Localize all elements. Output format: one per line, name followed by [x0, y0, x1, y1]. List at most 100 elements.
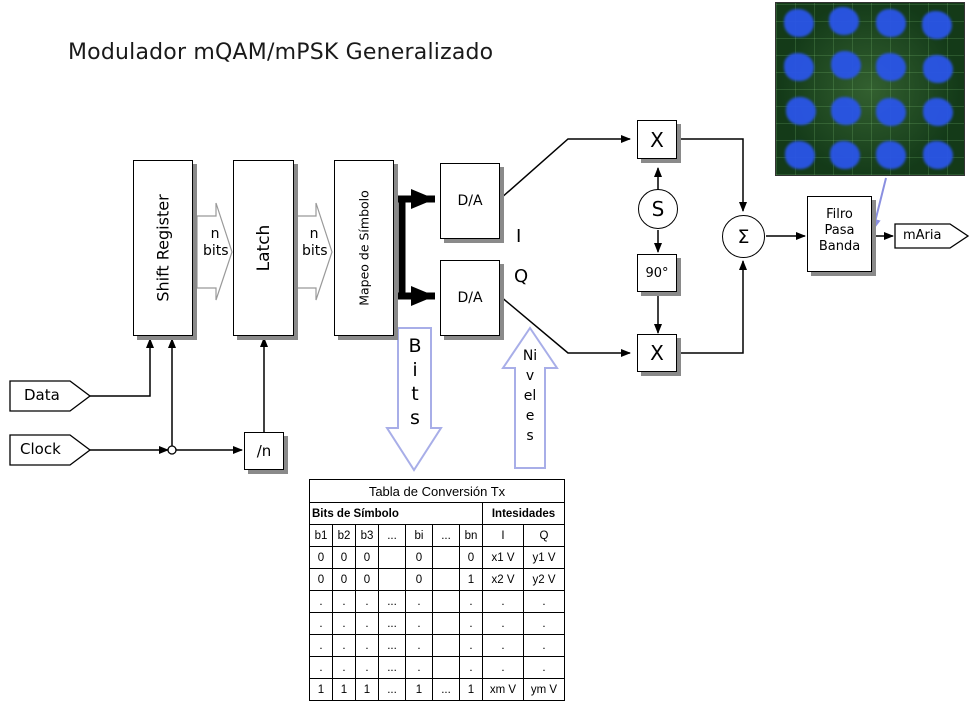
bandpass-filter-block: Filro Pasa Banda [807, 196, 872, 272]
bits-letter: s [400, 406, 430, 430]
table-cell: 0 [310, 547, 333, 569]
table-cell: 0 [333, 569, 356, 591]
table-cell: . [406, 635, 433, 657]
n-bits-label-2: n bits [302, 226, 326, 260]
table-header-row: b1 b2 b3 ... bi ... bn I Q [310, 525, 565, 547]
filter-label-line3: Banda [808, 239, 871, 255]
table-cell: . [483, 635, 524, 657]
column-header: b3 [356, 525, 379, 547]
bits-label-2: bits [302, 243, 326, 260]
table-cell: 1 [310, 679, 333, 701]
table-cell: ... [379, 657, 406, 679]
table-cell: y1 V [524, 547, 565, 569]
symbol-mapper-label: Mapeo de Símbolo [357, 190, 372, 306]
multiplier-bottom: X [637, 334, 677, 372]
table-cell [433, 657, 460, 679]
table-cell: 0 [333, 547, 356, 569]
table-cell: . [483, 613, 524, 635]
oscillator: S [638, 189, 678, 229]
table-cell: . [524, 613, 565, 635]
da-converter-q: D/A [440, 260, 500, 336]
table-cell [433, 613, 460, 635]
column-header: Q [524, 525, 565, 547]
table-cell: . [310, 635, 333, 657]
table-cell [433, 569, 460, 591]
shift-register-block: Shift Register [133, 160, 193, 336]
table-group-bits: Bits de Símbolo [310, 503, 483, 525]
table-cell: . [333, 613, 356, 635]
table-cell: 0 [406, 569, 433, 591]
table-row: .......... [310, 591, 565, 613]
bits-arrow-label: B i t s [400, 334, 430, 430]
column-header: ... [433, 525, 460, 547]
table-cell: y2 V [524, 569, 565, 591]
table-cell: 1 [460, 569, 483, 591]
table-cell: . [460, 635, 483, 657]
clock-input-label: Clock [20, 440, 61, 458]
column-header: ... [379, 525, 406, 547]
table-cell: 1 [406, 679, 433, 701]
niveles-letter: s [515, 426, 545, 446]
table-cell: . [460, 657, 483, 679]
niveles-arrow-label: Ni v el e s [515, 346, 545, 446]
table-cell [379, 547, 406, 569]
latch-block: Latch [233, 160, 294, 336]
bits-label-1: bits [203, 243, 227, 260]
table-cell: . [356, 613, 379, 635]
table-cell: ... [379, 679, 406, 701]
table-cell: 1 [356, 679, 379, 701]
table-cell: ym V [524, 679, 565, 701]
table-cell: 0 [460, 547, 483, 569]
niveles-letter: v [515, 366, 545, 386]
column-header: b1 [310, 525, 333, 547]
table-cell: . [356, 657, 379, 679]
n-label-2: n [302, 226, 326, 243]
niveles-letter: Ni [515, 346, 545, 366]
table-cell: 0 [406, 547, 433, 569]
column-header: bi [406, 525, 433, 547]
table-cell: . [483, 591, 524, 613]
filter-label-line1: Filro [808, 207, 871, 223]
data-input-label: Data [24, 386, 60, 404]
bits-letter: t [400, 382, 430, 406]
table-cell: . [524, 657, 565, 679]
table-cell [433, 591, 460, 613]
output-label: mAria [903, 228, 941, 243]
table-cell: . [406, 591, 433, 613]
table-cell: 1 [333, 679, 356, 701]
bits-letter: B [400, 334, 430, 358]
table-cell: . [333, 635, 356, 657]
column-header: bn [460, 525, 483, 547]
symbol-mapper-block: Mapeo de Símbolo [334, 160, 394, 336]
table-cell [433, 547, 460, 569]
table-cell: . [524, 591, 565, 613]
table-row: .......... [310, 657, 565, 679]
table-cell: 0 [356, 569, 379, 591]
niveles-letter: e [515, 406, 545, 426]
multiplier-top: X [637, 120, 677, 159]
column-header: I [483, 525, 524, 547]
table-cell: . [310, 613, 333, 635]
n-label-1: n [203, 226, 227, 243]
table-cell: . [333, 591, 356, 613]
table-cell: . [460, 591, 483, 613]
table-cell: ... [433, 679, 460, 701]
shift-register-label: Shift Register [154, 194, 173, 301]
i-channel-label: I [516, 226, 521, 247]
table-cell: . [524, 635, 565, 657]
filter-label-line2: Pasa [808, 223, 871, 239]
table-cell: . [460, 613, 483, 635]
table-cell: ... [379, 591, 406, 613]
table-row: .......... [310, 635, 565, 657]
table-cell: 0 [310, 569, 333, 591]
bits-letter: i [400, 358, 430, 382]
table-cell: . [356, 591, 379, 613]
da-converter-i: D/A [440, 163, 500, 239]
niveles-letter: el [515, 386, 545, 406]
latch-label: Latch [254, 225, 274, 272]
table-cell: 1 [460, 679, 483, 701]
q-channel-label: Q [514, 266, 528, 287]
table-cell: ... [379, 613, 406, 635]
